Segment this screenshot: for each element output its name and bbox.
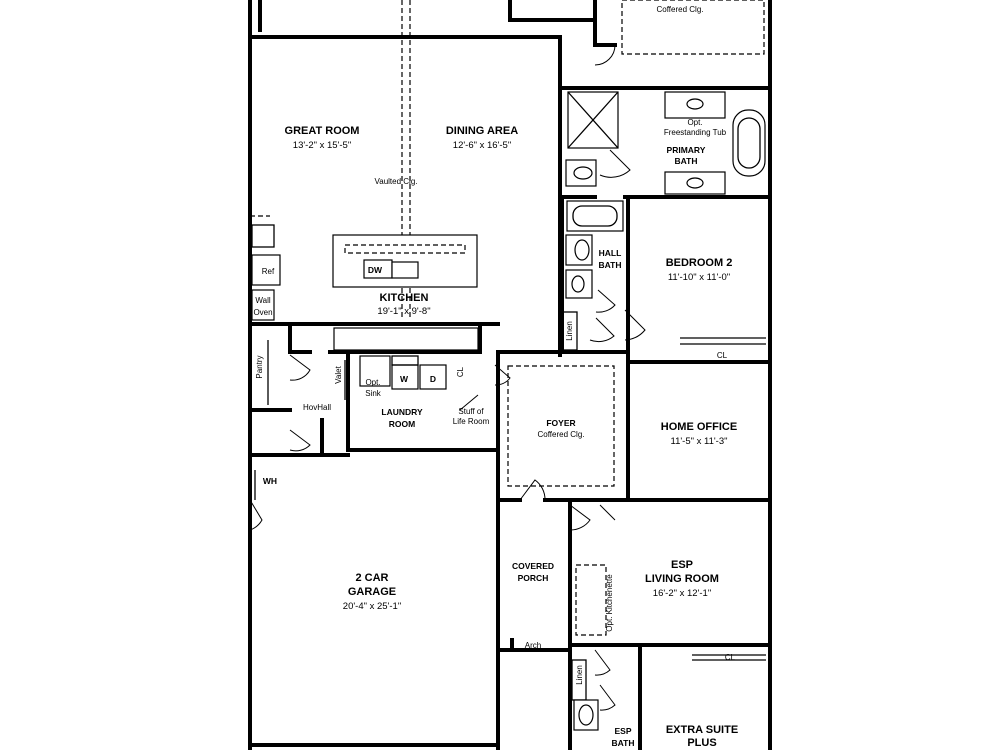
fixture-labels: Ref Wall Oven DW Pantry Valet Opt. Sink … <box>253 265 735 685</box>
laundry-room-name-1: LAUNDRY <box>381 407 423 417</box>
covered-porch-name-1: COVERED <box>512 561 554 571</box>
extra-suite-plus-name-2: PLUS <box>687 737 716 749</box>
great-room-dims: 13'-2" x 15'-5" <box>293 140 351 151</box>
kitchen-dims: 19'-1" x 9'-8" <box>377 306 430 317</box>
esp-bath-name-2: BATH <box>612 738 635 748</box>
primary-bath-name-1: PRIMARY <box>667 145 706 155</box>
esp-living-room-dims: 16'-2" x 12'-1" <box>653 588 711 599</box>
bedroom-2-closet-label: CL <box>717 351 728 360</box>
pantry-label: Pantry <box>255 355 264 378</box>
water-heater-label: WH <box>263 476 277 486</box>
opt-sink-label-2: Sink <box>365 389 382 398</box>
wall-oven-label-2: Oven <box>253 308 272 317</box>
dryer-label: D <box>430 374 436 384</box>
hall-bath-name-2: BATH <box>599 260 622 270</box>
stuff-of-life-label-1: Stuff of <box>458 407 484 416</box>
kitchen-name: KITCHEN <box>380 292 429 304</box>
dining-area-name: DINING AREA <box>446 125 518 137</box>
valet-label: Valet <box>334 365 343 383</box>
bedroom-2-dims: 11'-10" x 11'-0" <box>668 272 730 283</box>
primary-bath-name-2: BATH <box>675 156 698 166</box>
primary-top-note: Coffered Clg. <box>657 5 704 14</box>
ref-label: Ref <box>262 267 275 276</box>
garage-dims: 20'-4" x 25'-1" <box>343 601 401 612</box>
door-swings <box>249 44 646 711</box>
laundry-closet-label: CL <box>456 366 465 377</box>
stuff-of-life-label-2: Life Room <box>453 417 490 426</box>
fixtures <box>251 91 766 731</box>
washer-label: W <box>400 374 409 384</box>
bedroom-2-name: BEDROOM 2 <box>666 257 733 269</box>
wall-oven-label-1: Wall <box>255 296 270 305</box>
garage-name-2: GARAGE <box>348 586 396 598</box>
opt-kitchenette-label: Opt. Kitchenette <box>605 574 614 632</box>
dishwasher-label: DW <box>368 265 383 275</box>
home-office-name: HOME OFFICE <box>661 421 737 433</box>
arch-label: Arch <box>525 641 541 650</box>
exterior-walls <box>248 0 772 750</box>
vaulted-ceiling-note: Vaulted Clg. <box>375 177 418 186</box>
extra-suite-plus-name-1: EXTRA SUITE <box>666 724 738 736</box>
esp-bath-name-1: ESP <box>614 726 631 736</box>
hall-linen-label: Linen <box>565 321 574 341</box>
hall-bath-name-1: HALL <box>599 248 622 258</box>
hovhall-label: HovHall <box>303 403 331 412</box>
great-room-name: GREAT ROOM <box>285 125 360 137</box>
room-labels: Coffered Clg. GREAT ROOM 13'-2" x 15'-5"… <box>285 5 739 749</box>
primary-bath-tub-label-1: Opt. <box>687 118 702 127</box>
primary-bath-tub-label-2: Freestanding Tub <box>664 128 727 137</box>
home-office-dims: 11'-5" x 11'-3" <box>670 436 727 447</box>
covered-porch-name-2: PORCH <box>518 573 549 583</box>
foyer-note: Coffered Clg. <box>538 430 585 439</box>
esp-linen-label: Linen <box>575 665 584 685</box>
foyer-name: FOYER <box>546 418 575 428</box>
esp-living-room-name-1: ESP <box>671 559 693 571</box>
esp-living-room-name-2: LIVING ROOM <box>645 573 719 585</box>
extra-suite-closet-label: CL <box>725 653 736 662</box>
laundry-room-name-2: ROOM <box>389 419 415 429</box>
dining-area-dims: 12'-6" x 16'-5" <box>453 140 511 151</box>
garage-name-1: 2 CAR <box>355 572 388 584</box>
ceiling-lines <box>250 0 765 487</box>
opt-sink-label-1: Opt. <box>365 378 380 387</box>
